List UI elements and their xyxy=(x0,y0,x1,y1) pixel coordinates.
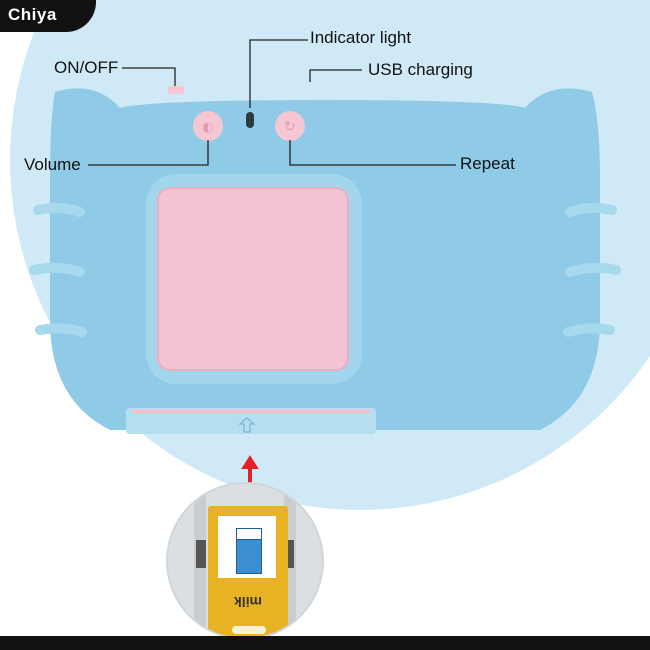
indicator-light-label: Indicator light xyxy=(310,28,412,47)
slot-arrow-icon xyxy=(238,417,256,433)
leader-lines xyxy=(88,39,456,166)
insert-arrow-icon xyxy=(241,455,259,483)
on-off-label: ON/OFF xyxy=(54,58,119,77)
whisker-right xyxy=(563,202,621,337)
screen xyxy=(157,187,349,371)
repeat-label: Repeat xyxy=(460,154,515,173)
power-switch xyxy=(168,86,184,94)
brand-tab: Chiya xyxy=(0,0,96,32)
volume-icon: ◐ xyxy=(202,120,213,135)
repeat-icon: ↻ xyxy=(284,119,296,135)
bottom-bar xyxy=(0,636,650,650)
volume-button xyxy=(193,111,223,141)
flash-card: milk xyxy=(208,506,288,638)
volume-label: Volume xyxy=(24,155,81,174)
repeat-button xyxy=(275,111,305,141)
card-insert-zoom: milk xyxy=(166,482,324,640)
whisker-left xyxy=(29,202,87,337)
usb-charging-label: USB charging xyxy=(368,60,473,79)
card-word: milk xyxy=(234,594,263,610)
brand-name: Chiya xyxy=(8,5,57,24)
indicator-light xyxy=(246,112,254,128)
milk-carton-icon xyxy=(236,528,262,574)
